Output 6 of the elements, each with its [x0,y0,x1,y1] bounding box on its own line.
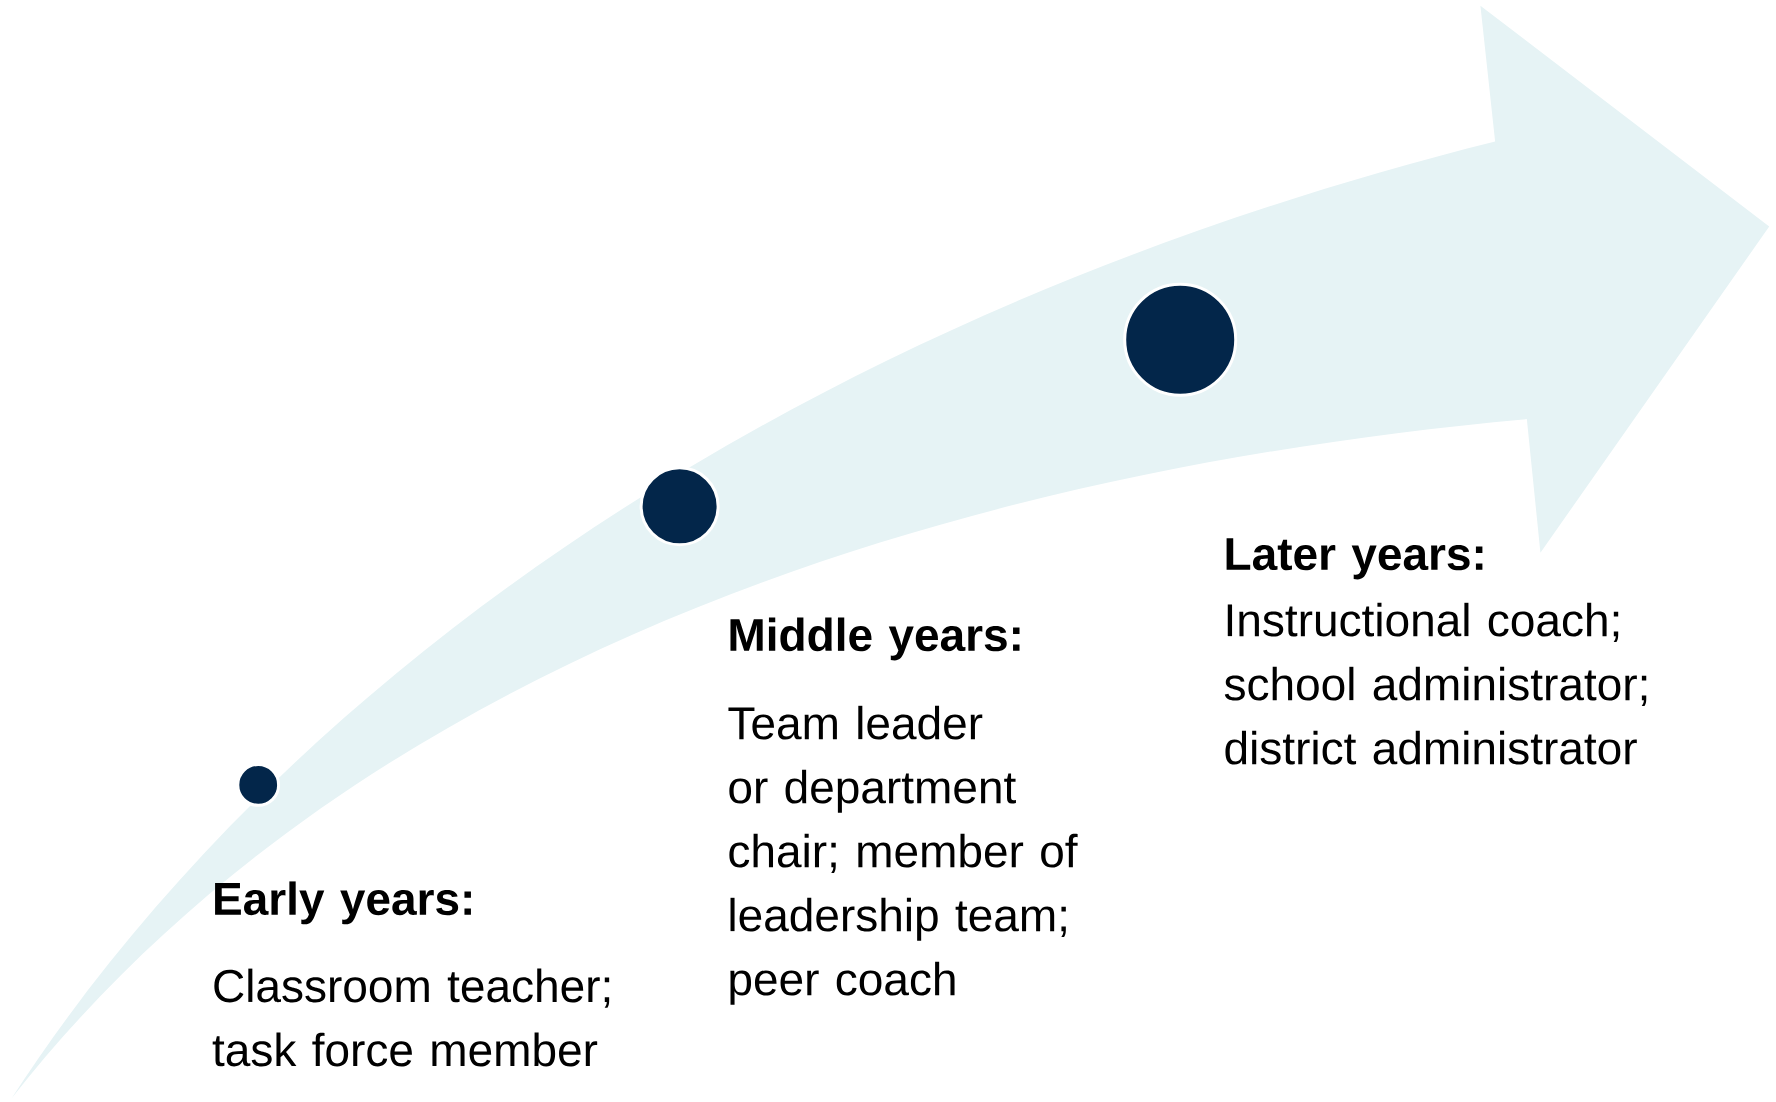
stage-heading: Later years: [1226,538,1483,580]
stage-description: Instructional coach; school administrator; district administrator [1224,602,1647,765]
stage-heading: Early years: [215,881,471,925]
stage-heading: Middle years: [730,617,1020,661]
stage-description: Team leader or department chair; member of leadership team; peer coach [728,705,1078,1005]
stage-description: Classroom teacher; task force member [212,968,610,1067]
